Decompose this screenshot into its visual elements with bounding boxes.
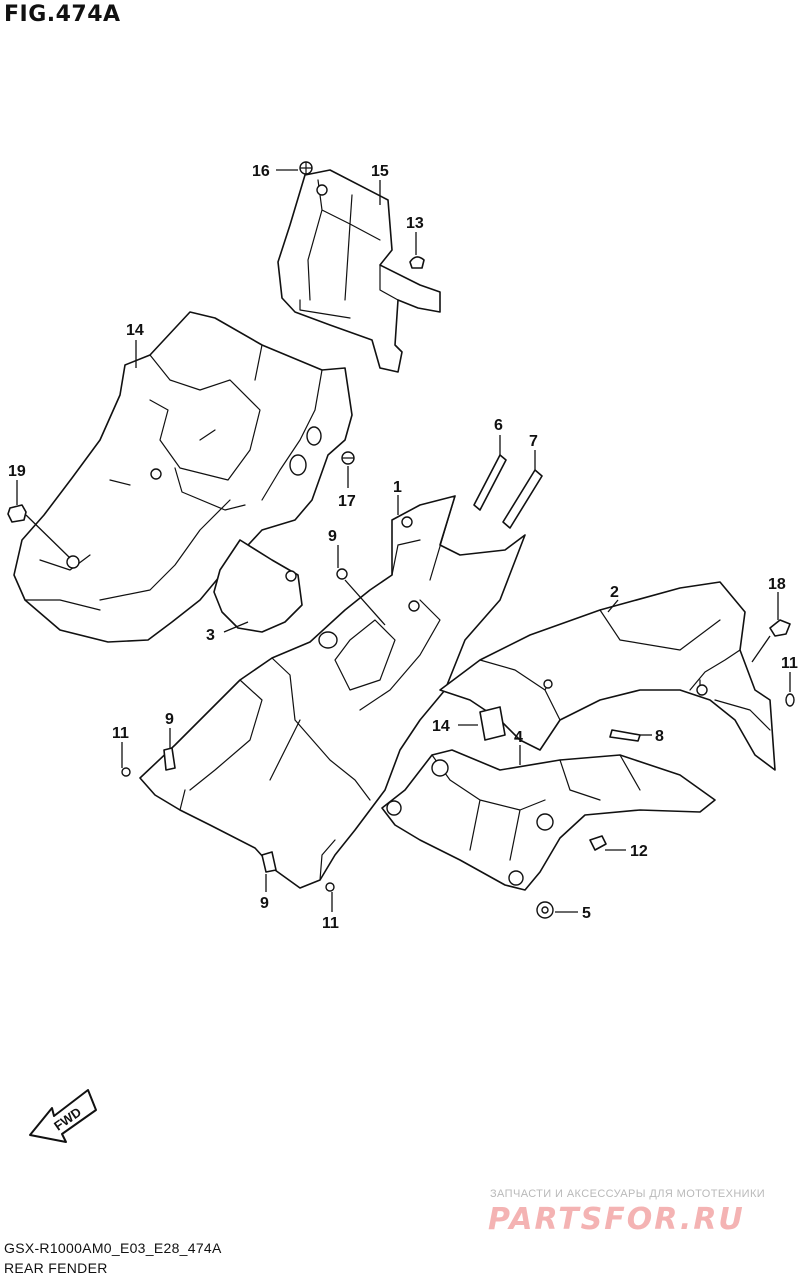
- watermark-logo: PARTSFOR.RU: [488, 1202, 745, 1237]
- part-15-cap: [409, 256, 425, 269]
- callout-4: 4: [514, 729, 523, 746]
- figure-title: FIG.474A: [4, 2, 121, 27]
- callout-9-upper: 9: [165, 711, 174, 728]
- callout-9-lower: 9: [260, 895, 269, 912]
- model-code: GSX-R1000AM0_E03_E28_474A: [4, 1240, 222, 1256]
- callout-20: 18: [768, 576, 786, 593]
- part-11-screw-lower: [325, 882, 335, 892]
- leader-lines: [16, 169, 791, 913]
- callout-14: 14: [432, 718, 450, 735]
- callout-21: 19: [8, 463, 26, 480]
- callout-8: 8: [655, 728, 664, 745]
- part-5-nut: [536, 901, 554, 919]
- callout-5: 5: [582, 905, 591, 922]
- part-10-bolt: [336, 568, 348, 580]
- fwd-arrow-icon: FWD: [29, 1089, 97, 1143]
- part-14-clip: [479, 706, 506, 741]
- part-1-rear-fender-frame: [139, 495, 526, 889]
- part-8-seal: [609, 729, 641, 742]
- callout-15: 13: [406, 215, 424, 232]
- callout-1: 1: [393, 479, 402, 496]
- watermark-tagline: ЗАПЧАСТИ И АКСЕССУАРЫ ДЛЯ МОТОТЕХНИКИ: [490, 1188, 766, 1200]
- callout-7: 7: [529, 433, 538, 450]
- part-21-bolt: [7, 504, 27, 523]
- part-6-seal: [473, 454, 507, 511]
- part-13-washer: [785, 693, 795, 707]
- part-7-seal: [502, 469, 543, 529]
- part-9-clip-lower: [261, 851, 277, 873]
- part-9-clip-upper: [163, 747, 176, 771]
- part-20-bolt: [769, 619, 791, 637]
- part-11-screw-upper: [121, 767, 131, 777]
- callout-10: 9: [328, 528, 337, 545]
- part-17-bracket: [277, 169, 441, 373]
- callout-17: 15: [371, 163, 389, 180]
- callout-19: 17: [338, 493, 356, 510]
- part-16-inner-fender: [13, 311, 353, 643]
- callout-16: 14: [126, 322, 144, 339]
- part-2-rear-fender: [439, 581, 776, 771]
- callout-labels: 16 15 13 14 19 17 3 9 6 7 1 2 18 11 14 8…: [8, 163, 798, 932]
- part-4-lower-bracket: [381, 749, 716, 891]
- callout-18: 16: [252, 163, 270, 180]
- part-3-mud-flap: [213, 539, 303, 633]
- callout-2: 2: [610, 584, 619, 601]
- callout-6: 6: [494, 417, 503, 434]
- callout-13: 11: [781, 655, 798, 672]
- callout-3: 3: [206, 627, 215, 644]
- callout-11-upper: 11: [112, 725, 129, 742]
- part-12-bolt: [589, 835, 607, 851]
- part-18-bolt: [299, 161, 313, 175]
- callout-11-lower: 11: [322, 915, 339, 932]
- section-name: REAR FENDER: [4, 1260, 108, 1276]
- callout-12: 12: [630, 843, 648, 860]
- part-19-bolt: [341, 451, 355, 465]
